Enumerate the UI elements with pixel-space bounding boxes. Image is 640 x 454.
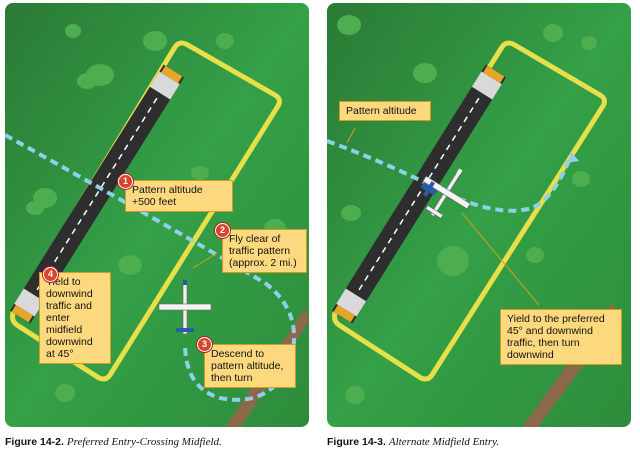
figure-right-caption-number: Figure 14-3.: [327, 436, 386, 448]
figure-right-caption: Figure 14-3. Alternate Midfield Entry.: [327, 436, 499, 448]
figure-left-caption-title: Preferred Entry-Crossing Midfield.: [66, 436, 222, 448]
callout-yield-preferred: Yield to the preferred 45° and downwind …: [500, 309, 622, 365]
step-2-badge: 2: [215, 223, 230, 238]
runway: [331, 64, 507, 324]
figure-left-caption: Figure 14-2. Preferred Entry-Crossing Mi…: [5, 436, 222, 448]
callout-leader: [461, 212, 540, 306]
callout-yield-enter-downwind: Yield to downwind traffic and enter midf…: [39, 272, 111, 364]
figure-right-caption-title: Alternate Midfield Entry.: [388, 436, 500, 448]
traffic-pattern-rectangle: [332, 40, 607, 382]
airplane-icon: [422, 168, 471, 219]
step-3-badge: 3: [197, 337, 212, 352]
entry-path-arrow: [567, 153, 579, 163]
callout-fly-clear: Fly clear of traffic pattern (approx. 2 …: [222, 229, 307, 273]
trees: [337, 15, 597, 404]
step-1-badge: 1: [118, 174, 133, 189]
figure-right-diagram: Pattern altitude Yield to the preferred …: [327, 3, 631, 427]
callout-leader: [346, 127, 356, 144]
step-4-badge: 4: [43, 267, 58, 282]
figure-left-diagram: Pattern altitude +500 feet 1 Fly clear o…: [5, 3, 309, 427]
other-airplane-icon: [420, 181, 438, 197]
callout-pattern-altitude: Pattern altitude +500 feet: [125, 180, 233, 212]
traffic-pattern-rectangle: [10, 40, 282, 382]
figure-left-caption-number: Figure 14-2.: [5, 436, 64, 448]
airplane-icon: [158, 280, 212, 335]
callout-leader: [192, 252, 218, 269]
callout-descend: Descend to pattern altitude, then turn: [204, 344, 296, 388]
trees: [26, 24, 286, 402]
entry-path: [327, 139, 574, 213]
runway: [9, 64, 185, 324]
callout-pattern-altitude: Pattern altitude: [339, 101, 431, 121]
